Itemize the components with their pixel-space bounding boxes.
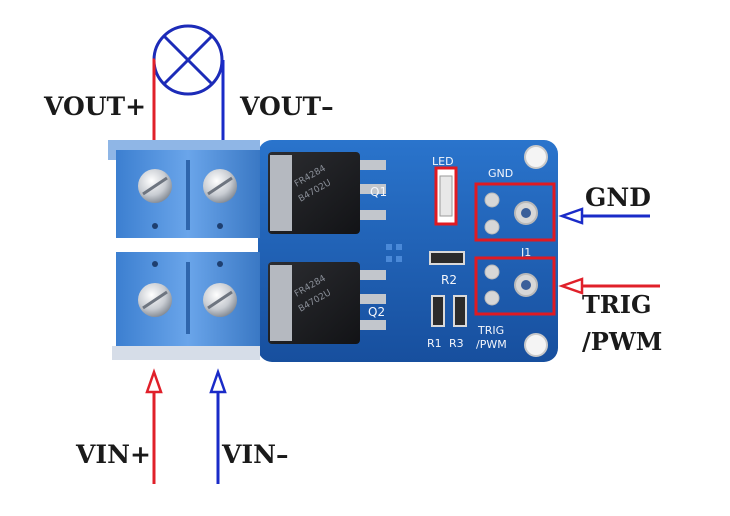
label-pwm: /PWM [582, 327, 663, 356]
pin-pad [484, 192, 500, 208]
resistor-r3 [453, 295, 467, 327]
pin-pad [484, 219, 500, 235]
silk-r2: R2 [441, 273, 457, 287]
gnd-arrow [558, 207, 650, 225]
trig-arrow [558, 277, 660, 295]
resistor-r1 [431, 295, 445, 327]
silk-q2: Q2 [368, 305, 385, 319]
silk-trig: TRIG [477, 324, 504, 337]
label-vout-minus: VOUT– [240, 92, 334, 121]
silk-led: LED [432, 155, 454, 168]
label-gnd: GND [585, 183, 651, 212]
vin-plus-arrow [145, 368, 163, 484]
mosfet-q1: FR4284 B4702U [268, 152, 386, 234]
mounting-hole [524, 145, 548, 169]
silk-r3: R3 [449, 337, 464, 350]
mosfet-module-board: FR4284 B4702U Q1 FR4284 B4702U Q2 LED R2 [258, 140, 558, 362]
silk-q1: Q1 [370, 185, 387, 199]
trig-highlight-box [474, 256, 556, 316]
trig-terminal-hole [521, 280, 531, 290]
vin-minus-arrow [209, 368, 227, 484]
mounting-hole [524, 333, 548, 357]
via-grid [386, 244, 402, 262]
lamp-icon [152, 24, 224, 96]
silk-r1: R1 [427, 337, 442, 350]
label-trig: TRIG [582, 290, 652, 319]
label-vout-plus: VOUT+ [44, 92, 147, 121]
silk-pwm: /PWM [476, 338, 507, 351]
terminal-block-input [112, 252, 260, 360]
label-vin-minus: VIN– [222, 440, 289, 469]
silk-gnd: GND [488, 167, 513, 180]
pin-pad [484, 264, 500, 280]
silk-j1: J1 [520, 246, 531, 259]
terminal-block-output [108, 140, 260, 238]
led-component [439, 175, 453, 217]
gnd-terminal-hole [521, 208, 531, 218]
pin-pad [484, 290, 500, 306]
label-vin-plus: VIN+ [76, 440, 151, 469]
resistor-r2 [429, 251, 465, 265]
gnd-highlight-box [474, 182, 556, 242]
vout-plus-wire [152, 58, 156, 140]
mosfet-q2: FR4284 B4702U [268, 262, 386, 344]
